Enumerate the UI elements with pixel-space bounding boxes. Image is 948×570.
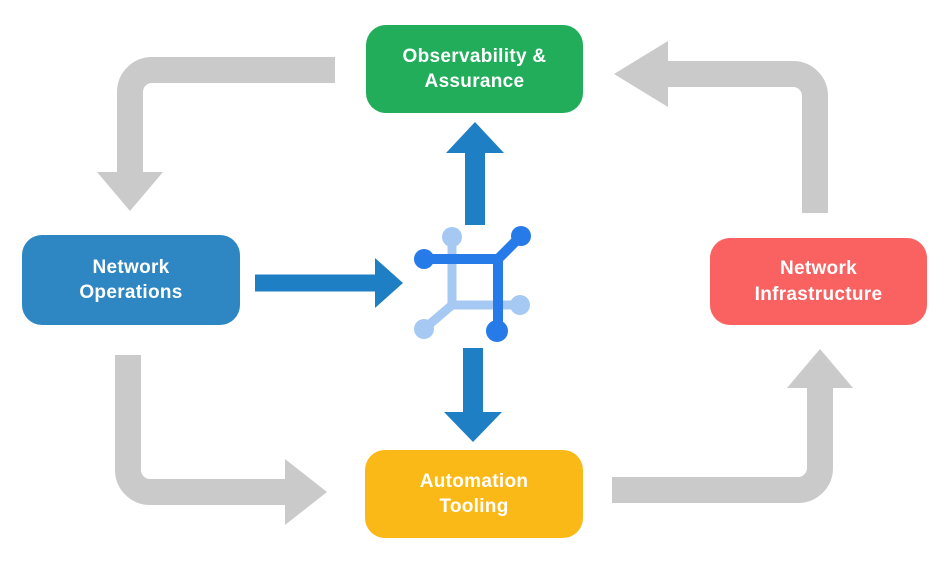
arrow-head <box>285 459 327 525</box>
arrow-head <box>444 412 502 442</box>
node-automation-tooling: Automation Tooling <box>365 450 583 538</box>
arrow-operations-to-automation <box>115 355 327 525</box>
node-dot <box>511 226 531 246</box>
arrow-shaft <box>612 388 833 503</box>
arrow-automation-to-infrastructure <box>612 349 853 503</box>
arrow-head <box>614 41 668 107</box>
arrow-operations-to-center <box>255 258 403 308</box>
arrow-head <box>97 172 163 211</box>
node-dot <box>486 320 508 342</box>
node-network-operations: Network Operations <box>22 235 240 325</box>
arrow-head <box>787 349 853 388</box>
node-dot <box>414 249 434 269</box>
arrow-center-to-observability <box>446 122 504 225</box>
arrow-center-to-automation <box>444 348 502 442</box>
arrow-observability-to-operations <box>97 57 335 211</box>
network-mesh-dark-branches <box>414 226 531 342</box>
arrow-head <box>446 122 504 153</box>
node-dot <box>510 295 530 315</box>
arrow-head <box>375 258 403 308</box>
arrow-shaft <box>115 355 285 505</box>
arrow-shaft <box>668 61 828 213</box>
node-observability-assurance: Observability & Assurance <box>366 25 583 113</box>
node-dot <box>414 319 434 339</box>
arrow-shaft <box>117 57 335 172</box>
network-mesh-icon <box>414 226 531 342</box>
node-network-infrastructure: Network Infrastructure <box>710 238 927 325</box>
node-dot <box>442 227 462 247</box>
arrow-infrastructure-to-observability <box>614 41 828 213</box>
